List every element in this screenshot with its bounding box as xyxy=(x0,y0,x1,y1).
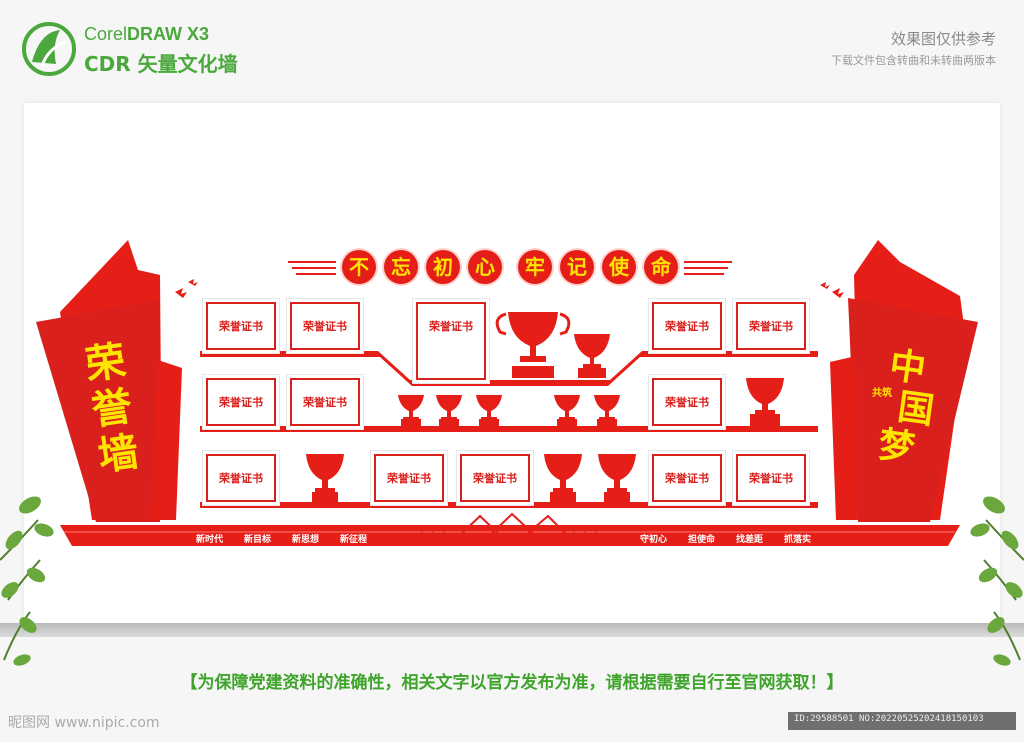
center-mountain xyxy=(445,512,580,525)
trophy-icon xyxy=(306,454,344,502)
watermark-right: ID:29588501 NO:20220525202418150103 xyxy=(794,714,984,724)
slogan-text: 抓落实 xyxy=(784,535,812,545)
certificate-frame: 荣誉证书 xyxy=(460,454,530,502)
title-char: 使 xyxy=(602,250,636,284)
certificate-frame: 荣誉证书 xyxy=(652,454,722,502)
trophy-icon xyxy=(495,312,571,378)
disclaimer-text: 【为保障党建资料的准确性，相关文字以官方发布为准，请根据需要自行至官网获取！】 xyxy=(180,673,844,693)
slogan-text: 担使命 xyxy=(688,535,716,545)
certificate-frame: 荣誉证书 xyxy=(206,378,276,426)
trophy-icon xyxy=(594,395,620,426)
trophy-icon xyxy=(746,378,784,426)
download-note: 下载文件包含转曲和未转曲两版本 xyxy=(831,54,996,67)
preview-note: 效果图仅供参考 xyxy=(890,30,996,48)
title-char: 命 xyxy=(644,250,678,284)
certificate-frame: 荣誉证书 xyxy=(652,378,722,426)
base-platform xyxy=(60,525,960,546)
title-char: 牢 xyxy=(518,250,552,284)
certificate-frame: 荣誉证书 xyxy=(374,454,444,502)
svg-text:★ ★ ★: ★ ★ ★ xyxy=(570,530,600,540)
shelf-bottom xyxy=(200,502,818,508)
title-char: 心 xyxy=(468,250,502,284)
shelf-top xyxy=(200,351,818,386)
slogan-text: 守初心 xyxy=(640,535,668,545)
trophy-icon xyxy=(574,334,610,378)
certificate-frame: 荣誉证书 xyxy=(736,302,806,350)
trophy-icon xyxy=(544,454,582,502)
trophy-icon xyxy=(398,395,424,426)
title-char: 初 xyxy=(426,250,460,284)
svg-text:★ ★ ★: ★ ★ ★ xyxy=(418,530,448,540)
trophy-icon xyxy=(598,454,636,502)
trophy-icon xyxy=(436,395,462,426)
certificate-frame: 荣誉证书 xyxy=(290,378,360,426)
slogan-text: 找差距 xyxy=(736,535,764,545)
left-plant-icon xyxy=(0,496,54,666)
title-char: 忘 xyxy=(384,250,418,284)
right-plant-icon xyxy=(970,496,1024,666)
certificate-frame: 荣誉证书 xyxy=(652,302,722,350)
right-banner-small-text: 共筑 xyxy=(872,388,892,399)
slogan-text: 新目标 xyxy=(244,535,272,545)
watermark-left: 昵图网 www.nipic.com xyxy=(8,715,160,731)
certificate-frame: 荣誉证书 xyxy=(206,454,276,502)
shelf-middle xyxy=(200,426,818,432)
certificate-frame: 荣誉证书 xyxy=(416,302,486,380)
slogan-text: 新时代 xyxy=(196,535,224,545)
brand-subtitle: CDR 矢量文化墙 xyxy=(84,52,238,76)
certificate-frame: 荣誉证书 xyxy=(290,302,360,350)
certificate-frame: 荣誉证书 xyxy=(206,302,276,350)
floor-strip xyxy=(0,623,1024,637)
watermark-bar xyxy=(788,712,1016,730)
slogan-text: 新征程 xyxy=(340,535,368,545)
brand-title: CorelDRAW X3 xyxy=(84,24,210,44)
certificate-frame: 荣誉证书 xyxy=(736,454,806,502)
trophy-icon xyxy=(476,395,502,426)
trophy-icon xyxy=(554,395,580,426)
slogan-text: 新思想 xyxy=(292,535,320,545)
title-char: 不 xyxy=(342,250,376,284)
title-char: 记 xyxy=(560,250,594,284)
coreldraw-logo-icon xyxy=(22,22,76,76)
